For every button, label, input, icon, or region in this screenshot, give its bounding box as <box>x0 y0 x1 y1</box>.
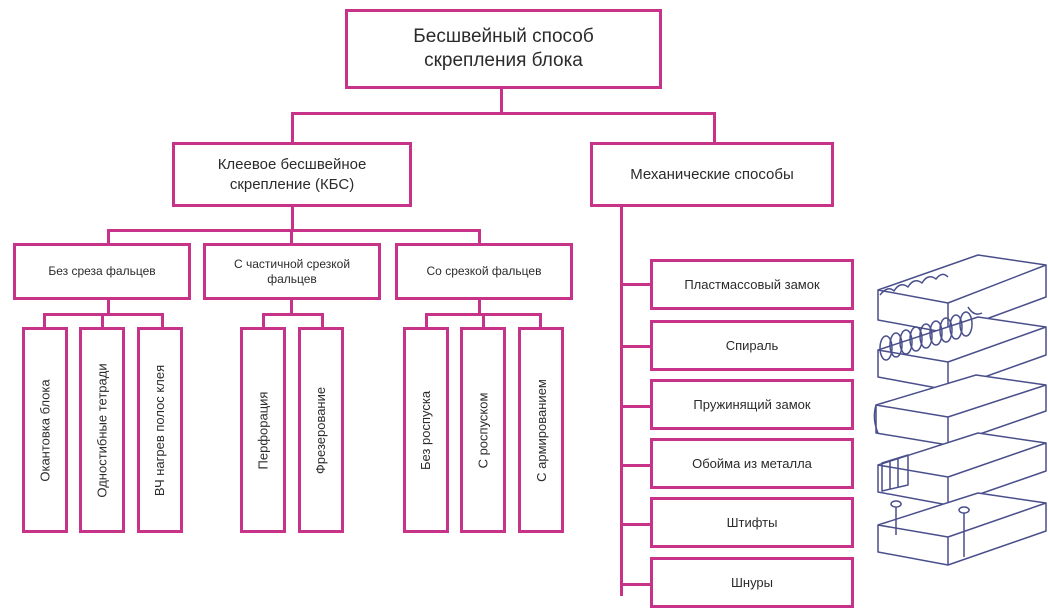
mechanical-methods-node: Механические способы <box>590 142 834 207</box>
glue-leaf-label: С армированием <box>533 378 549 482</box>
glue-leaf-label: ВЧ нагрев полос клея <box>152 364 168 496</box>
connector <box>482 313 485 329</box>
glue-leaf-label: С роспуском <box>475 392 491 468</box>
root-line-2: скрепления блока <box>424 50 583 71</box>
connector <box>620 205 623 596</box>
connector <box>620 583 652 586</box>
connector <box>290 298 293 315</box>
glue-group-node: Со срезкой фальцев <box>395 243 573 300</box>
glue-leaf-node: Окантовка блока <box>22 327 68 533</box>
connector <box>43 313 46 329</box>
connector <box>321 313 324 329</box>
mechanical-item-label: Штифты <box>726 515 778 530</box>
glue-leaf-node: Перфорация <box>240 327 286 533</box>
connector <box>107 298 110 315</box>
mechanical-item-node: Спираль <box>650 320 854 371</box>
connector <box>290 229 293 245</box>
glue-group-node: С частичной срезкой фальцев <box>203 243 381 300</box>
glue-leaf-node: Фрезерование <box>298 327 344 533</box>
glue-leaf-node: С армированием <box>518 327 564 533</box>
connector <box>620 283 652 286</box>
mechanical-item-label: Обойма из металла <box>692 456 812 471</box>
glue-leaf-node: Одностибные тетради <box>79 327 125 533</box>
connector <box>478 229 481 245</box>
spiral-book-sketch <box>877 311 1047 391</box>
metal-clip-book-sketch <box>877 432 1047 506</box>
glue-group-line-1: С частичной срезкой <box>233 256 351 271</box>
mechanical-item-label: Пластмассовый замок <box>684 277 820 292</box>
connector <box>713 112 716 144</box>
mechanical-item-node: Обойма из металла <box>650 438 854 489</box>
connector <box>425 313 428 329</box>
glue-group-line-1: Без среза фальцев <box>48 264 156 278</box>
connector <box>620 464 652 467</box>
glue-leaf-label: Без роспуска <box>418 390 434 470</box>
spring-lock-book-sketch <box>873 374 1047 446</box>
connector <box>161 313 164 329</box>
connector <box>101 313 104 329</box>
connector <box>539 313 542 329</box>
glue-leaf-label: Фрезерование <box>313 386 329 474</box>
root-node: Бесшвейный способ скрепления блока <box>345 9 662 89</box>
connector <box>291 205 294 231</box>
mechanical-item-label: Спираль <box>725 338 779 353</box>
mechanical-item-node: Пружинящий замок <box>650 379 854 430</box>
connector <box>500 88 503 114</box>
connector <box>107 229 110 245</box>
connector <box>620 345 652 348</box>
connector <box>107 229 481 232</box>
mechanical-item-node: Штифты <box>650 497 854 548</box>
connector <box>291 112 294 144</box>
glue-group-node: Без среза фальцев <box>13 243 191 300</box>
glue-leaf-label: Перфорация <box>255 391 271 469</box>
connector <box>291 112 716 115</box>
glue-leaf-node: Без роспуска <box>403 327 449 533</box>
root-line-1: Бесшвейный способ <box>413 26 594 47</box>
glue-leaf-label: Окантовка блока <box>37 378 53 482</box>
glue-leaf-node: ВЧ нагрев полос клея <box>137 327 183 533</box>
connector <box>262 313 324 316</box>
glue-group-line-2: фальцев <box>267 271 317 286</box>
mechanical-item-label: Пружинящий замок <box>693 397 811 412</box>
connector <box>620 523 652 526</box>
glue-binding-node: Клеевое бесшвейное скрепление (КБС) <box>172 142 412 207</box>
mechanical-item-label: Шнуры <box>730 575 774 590</box>
glue-group-line-1: Со срезкой фальцев <box>426 264 542 278</box>
mechanical-item-node: Пластмассовый замок <box>650 259 854 310</box>
connector <box>262 313 265 329</box>
glue-leaf-label: Одностибные тетради <box>94 362 110 498</box>
glue-leaf-node: С роспуском <box>460 327 506 533</box>
glue-binding-line-2: скрепление (КБС) <box>229 175 355 193</box>
pins-book-sketch <box>877 492 1047 566</box>
connector <box>478 298 481 315</box>
binding-illustrations <box>873 254 1047 566</box>
connector <box>620 405 652 408</box>
mechanical-methods-label: Механические способы <box>630 166 794 183</box>
mechanical-item-node: Шнуры <box>650 557 854 608</box>
glue-binding-line-1: Клеевое бесшвейное <box>217 155 367 173</box>
